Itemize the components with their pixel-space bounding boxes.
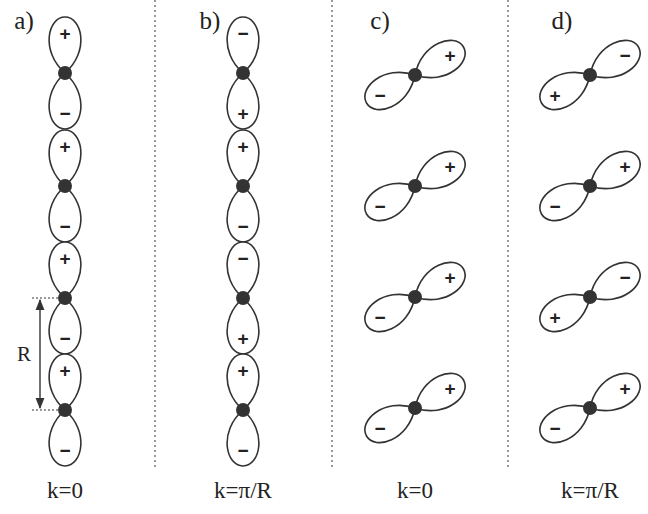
panel-letter: c)	[370, 8, 389, 33]
panel-letter: a)	[14, 8, 33, 33]
phase-sign: +	[444, 46, 455, 65]
phase-sign: −	[237, 217, 248, 236]
p-orbital-chain-c	[359, 33, 472, 450]
phase-sign: +	[619, 157, 630, 176]
lattice-spacing-dimension	[32, 298, 58, 410]
wavevector-label: k=0	[397, 479, 433, 502]
phase-sign: +	[237, 329, 248, 348]
phase-sign: +	[237, 137, 248, 156]
phase-sign: +	[549, 308, 560, 327]
p-orbital-chain-b	[227, 17, 259, 466]
phase-sign: −	[374, 419, 385, 438]
phase-sign: −	[374, 197, 385, 216]
phase-sign: +	[237, 361, 248, 380]
phase-sign: +	[237, 104, 248, 123]
phase-sign: −	[237, 441, 248, 460]
wavevector-label: k=π/R	[214, 479, 272, 502]
panel-letter: d)	[552, 8, 573, 33]
phase-sign: −	[59, 217, 70, 236]
phase-sign: +	[619, 379, 630, 398]
phase-sign: −	[374, 86, 385, 105]
phase-sign: −	[59, 104, 70, 123]
wavevector-label: k=π/R	[561, 479, 619, 502]
p-orbital-chain-a	[49, 17, 81, 466]
phase-sign: −	[59, 441, 70, 460]
phase-sign: +	[59, 361, 70, 380]
phase-sign: −	[619, 268, 630, 287]
phase-sign: −	[619, 46, 630, 65]
dimension-label: R	[17, 344, 31, 365]
atom-dots	[58, 66, 597, 417]
phase-sign: −	[374, 308, 385, 327]
p-orbital-chain-d	[534, 33, 647, 450]
phase-sign: +	[444, 268, 455, 287]
phase-sign: −	[237, 249, 248, 268]
phase-sign: −	[59, 329, 70, 348]
phase-sign: +	[59, 137, 70, 156]
phase-sign: +	[59, 24, 70, 43]
panel-separators	[155, 0, 508, 470]
phase-sign: +	[549, 86, 560, 105]
wavevector-label: k=0	[47, 479, 83, 502]
phase-sign: +	[59, 249, 70, 268]
phase-sign: +	[444, 157, 455, 176]
panel-letter: b)	[200, 8, 221, 33]
phase-sign: −	[237, 24, 248, 43]
phase-sign: +	[444, 379, 455, 398]
phase-sign: −	[549, 197, 560, 216]
phase-sign: −	[549, 419, 560, 438]
